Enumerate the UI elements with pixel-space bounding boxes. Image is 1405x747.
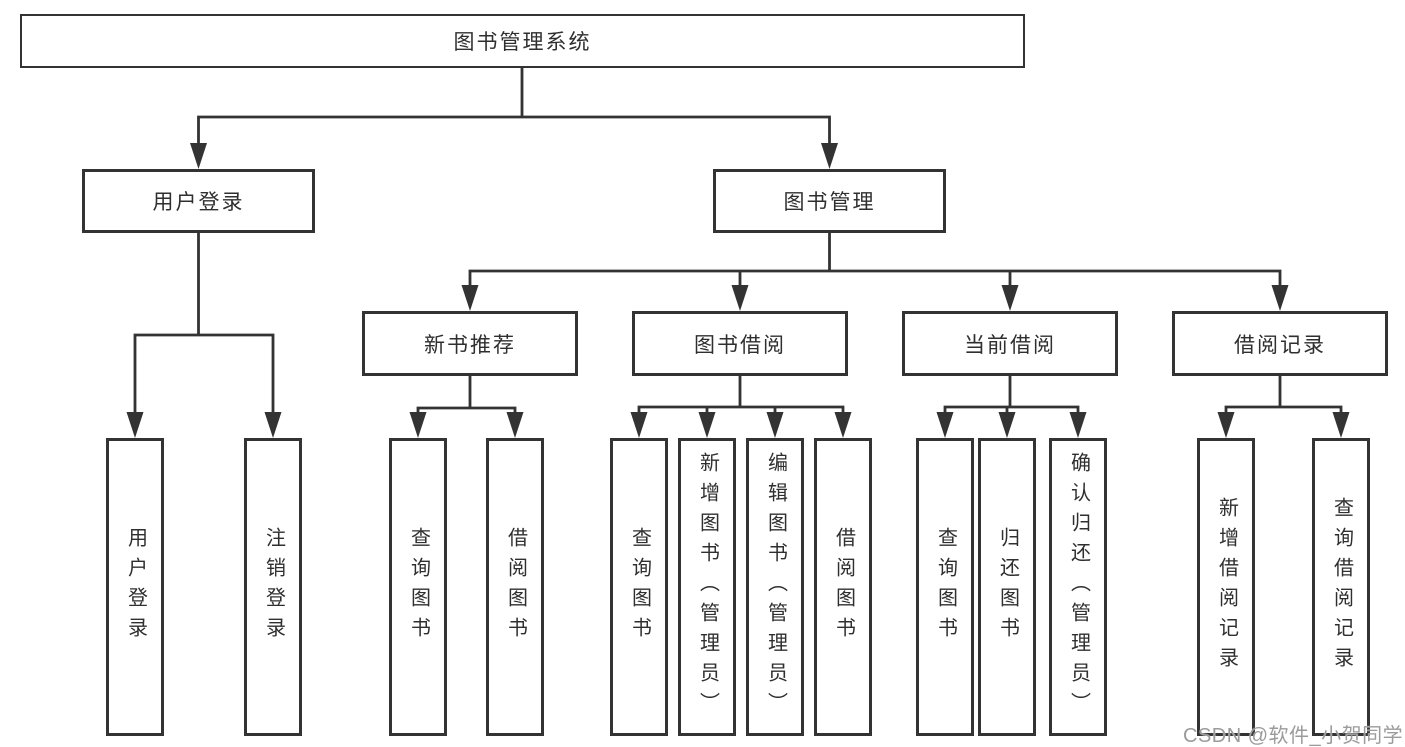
node-root-label: 图书管理系统: [453, 31, 592, 54]
leaf-current-confirm-return-label: 确认归还（管理员）: [1067, 452, 1090, 722]
arrowheads: [126, 143, 1350, 438]
leaf-borrow-borrow-book: 借阅图书: [814, 438, 872, 736]
arrowhead: [461, 285, 479, 311]
arrowhead: [731, 285, 749, 311]
leaf-logout-label: 注销登录: [262, 527, 285, 647]
leaf-current-return-book: 归还图书: [978, 438, 1036, 736]
node-current-borrow: 当前借阅: [902, 311, 1118, 376]
node-book-borrow: 图书借阅: [632, 311, 848, 376]
leaf-user-login: 用户登录: [106, 438, 164, 736]
leaf-logout: 注销登录: [244, 438, 302, 736]
arrowhead: [766, 412, 784, 438]
node-user-login: 用户登录: [82, 169, 315, 233]
leaf-current-query-book-label: 查询图书: [934, 527, 957, 647]
arrowhead: [698, 412, 716, 438]
arrowhead: [630, 412, 648, 438]
leaf-records-add-record: 新增借阅记录: [1197, 438, 1255, 736]
node-current-borrow-label: 当前借阅: [964, 333, 1056, 357]
arrowhead: [506, 412, 524, 438]
leaf-recommend-query-book-label: 查询图书: [407, 527, 430, 647]
arrowhead: [126, 412, 144, 438]
node-book-management-label: 图书管理: [783, 191, 876, 214]
arrowhead: [998, 412, 1016, 438]
leaf-borrow-add-book-label: 新增图书（管理员）: [696, 452, 719, 722]
node-new-book-recommend: 新书推荐: [362, 311, 578, 376]
leaf-borrow-edit-book: 编辑图书（管理员）: [746, 438, 804, 736]
leaf-recommend-borrow-book: 借阅图书: [486, 438, 544, 736]
connector-current: [943, 374, 1080, 418]
arrowhead: [1271, 285, 1289, 311]
arrowhead: [1069, 412, 1087, 438]
arrowhead: [936, 412, 954, 438]
leaf-borrow-borrow-book-label: 借阅图书: [832, 527, 855, 647]
leaf-borrow-add-book: 新增图书（管理员）: [678, 438, 736, 736]
leaf-records-query-record: 查询借阅记录: [1312, 438, 1370, 736]
connector-user-login: [133, 231, 275, 418]
arrowhead: [834, 412, 852, 438]
leaf-current-return-book-label: 归还图书: [996, 527, 1019, 647]
leaf-current-query-book: 查询图书: [916, 438, 974, 736]
leaf-recommend-query-book: 查询图书: [389, 438, 447, 736]
leaf-borrow-edit-book-label: 编辑图书（管理员）: [764, 452, 787, 722]
connector-book-management: [468, 231, 1282, 291]
node-book-borrow-label: 图书借阅: [694, 333, 786, 357]
arrowhead: [1001, 285, 1019, 311]
node-borrow-records: 借阅记录: [1172, 311, 1388, 376]
leaf-borrow-query-book-label: 查询图书: [628, 527, 651, 647]
node-borrow-records-label: 借阅记录: [1234, 333, 1326, 357]
node-new-book-recommend-label: 新书推荐: [424, 333, 516, 357]
node-root: 图书管理系统: [20, 14, 1025, 68]
connector-records: [1224, 374, 1343, 418]
leaf-records-query-record-label: 查询借阅记录: [1330, 497, 1353, 677]
arrowhead: [821, 143, 838, 169]
arrowhead: [1332, 412, 1350, 438]
arrowhead: [409, 412, 427, 438]
leaf-current-confirm-return: 确认归还（管理员）: [1049, 438, 1107, 736]
node-book-management: 图书管理: [713, 169, 946, 233]
leaf-recommend-borrow-book-label: 借阅图书: [504, 527, 527, 647]
node-user-login-label: 用户登录: [152, 191, 245, 214]
connector-recommend: [416, 374, 517, 418]
connector-root: [197, 66, 831, 149]
leaf-records-add-record-label: 新增借阅记录: [1215, 497, 1238, 677]
arrowhead: [1217, 412, 1235, 438]
arrowhead: [190, 143, 207, 169]
arrowhead: [264, 412, 282, 438]
connector-borrow: [637, 374, 845, 418]
leaf-user-login-label: 用户登录: [124, 527, 147, 647]
leaf-borrow-query-book: 查询图书: [610, 438, 668, 736]
watermark: CSDN @软件_小贺同学: [1183, 725, 1404, 747]
